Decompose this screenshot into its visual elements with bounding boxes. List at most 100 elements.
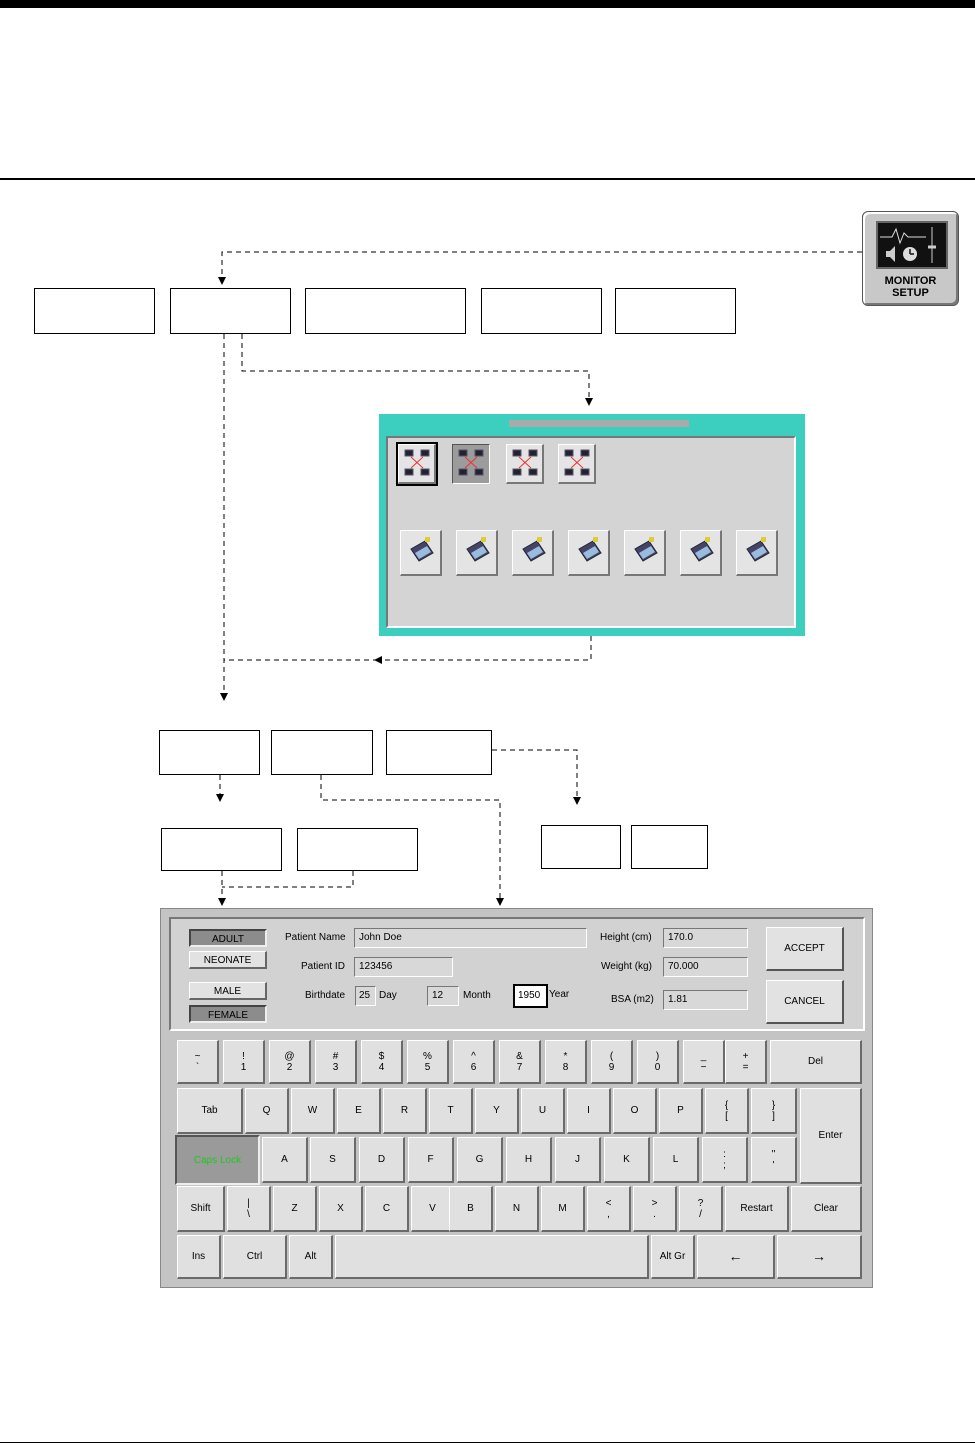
key-semicolon[interactable]: : ; (702, 1137, 748, 1183)
key-right-arrow[interactable]: → (777, 1235, 862, 1279)
key-clear[interactable]: Clear (791, 1186, 862, 1232)
weight-field[interactable]: 70.000 (663, 957, 748, 977)
key-left-arrow[interactable]: ← (697, 1235, 775, 1279)
network-icon (404, 449, 430, 476)
key-w[interactable]: W (291, 1088, 335, 1134)
key-u[interactable]: U (521, 1088, 565, 1134)
flow-box-5 (615, 288, 736, 334)
flow-box-11 (541, 825, 621, 869)
key-x[interactable]: X (319, 1186, 363, 1232)
key-period[interactable]: > . (633, 1186, 677, 1232)
network-bed-button-3[interactable] (506, 444, 544, 484)
height-label: Height (cm) (600, 932, 652, 943)
key-backslash[interactable]: | \ (227, 1186, 271, 1232)
key-caps-lock[interactable]: Caps Lock (175, 1135, 260, 1185)
key-o[interactable]: O (613, 1088, 657, 1134)
bed-icon (578, 537, 602, 562)
key-m[interactable]: M (541, 1186, 585, 1232)
key-left-bracket[interactable]: { [ (705, 1088, 749, 1134)
patient-name-field[interactable]: John Doe (354, 928, 587, 948)
key-s[interactable]: S (310, 1137, 356, 1183)
key-restart[interactable]: Restart (725, 1186, 789, 1232)
key-5[interactable]: % 5 (407, 1040, 449, 1084)
bed-button-4[interactable] (568, 530, 610, 576)
key-9[interactable]: ( 9 (591, 1040, 633, 1084)
bed-icon (690, 537, 714, 562)
key-f[interactable]: F (408, 1137, 454, 1183)
key-comma[interactable]: < , (587, 1186, 631, 1232)
bsa-field[interactable]: 1.81 (663, 990, 748, 1010)
bed-button-1[interactable] (400, 530, 442, 576)
monitor-screen-icon (876, 221, 948, 269)
key-slash[interactable]: ? / (679, 1186, 723, 1232)
key-t[interactable]: T (429, 1088, 473, 1134)
key-4[interactable]: $ 4 (361, 1040, 403, 1084)
key-d[interactable]: D (359, 1137, 405, 1183)
bed-button-5[interactable] (624, 530, 666, 576)
key-insert[interactable]: Ins (177, 1235, 221, 1279)
page-top-rule (0, 0, 975, 8)
bed-selection-panel (386, 436, 796, 628)
key-ctrl[interactable]: Ctrl (223, 1235, 287, 1279)
key-p[interactable]: P (659, 1088, 703, 1134)
key-b[interactable]: B (449, 1186, 493, 1232)
key-r[interactable]: R (383, 1088, 427, 1134)
adult-toggle[interactable]: ADULT (189, 929, 267, 947)
key-space[interactable] (335, 1235, 649, 1279)
key-h[interactable]: H (506, 1137, 552, 1183)
key-j[interactable]: J (555, 1137, 601, 1183)
month-field[interactable]: 12 (427, 986, 459, 1006)
key-n[interactable]: N (495, 1186, 539, 1232)
key-tab[interactable]: Tab (177, 1088, 243, 1134)
patient-id-field[interactable]: 123456 (354, 957, 453, 977)
network-icon (564, 449, 590, 476)
key-e[interactable]: E (337, 1088, 381, 1134)
bed-button-2[interactable] (456, 530, 498, 576)
key-delete[interactable]: Del (770, 1040, 862, 1084)
key-alt-gr[interactable]: Alt Gr (651, 1235, 695, 1279)
day-field[interactable]: 25 (355, 986, 376, 1006)
male-toggle[interactable]: MALE (189, 982, 267, 1000)
bed-button-7[interactable] (736, 530, 778, 576)
key-shift[interactable]: Shift (177, 1186, 225, 1232)
bed-button-3[interactable] (512, 530, 554, 576)
network-bed-button-1[interactable] (396, 442, 438, 486)
key-right-bracket[interactable]: } ] (751, 1088, 797, 1134)
key-tilde[interactable]: ~ ` (177, 1040, 219, 1084)
key-quote[interactable]: " ' (751, 1137, 797, 1183)
key-a[interactable]: A (262, 1137, 308, 1183)
key-k[interactable]: K (604, 1137, 650, 1183)
key-l[interactable]: L (653, 1137, 699, 1183)
height-field[interactable]: 170.0 (663, 928, 748, 948)
key-z[interactable]: Z (273, 1186, 317, 1232)
cancel-button[interactable]: CANCEL (766, 980, 844, 1024)
key-y[interactable]: Y (475, 1088, 519, 1134)
key-enter[interactable]: Enter (800, 1088, 862, 1184)
key-6[interactable]: ^ 6 (453, 1040, 495, 1084)
key-3[interactable]: # 3 (315, 1040, 357, 1084)
key-0[interactable]: ) 0 (637, 1040, 679, 1084)
key-1[interactable]: ! 1 (223, 1040, 265, 1084)
key-2[interactable]: @ 2 (269, 1040, 311, 1084)
window-title-bar (509, 420, 689, 427)
female-toggle[interactable]: FEMALE (189, 1005, 267, 1023)
key-7[interactable]: & 7 (499, 1040, 541, 1084)
network-bed-button-4[interactable] (558, 444, 596, 484)
key-i[interactable]: I (567, 1088, 611, 1134)
flow-box-4 (481, 288, 602, 334)
monitor-setup-button[interactable]: MONITOR SETUP (862, 211, 959, 306)
neonate-toggle[interactable]: NEONATE (189, 951, 267, 969)
birthdate-label: Birthdate (305, 990, 346, 1001)
key-g[interactable]: G (457, 1137, 503, 1183)
bed-button-6[interactable] (680, 530, 722, 576)
year-field[interactable]: 1950 (513, 984, 548, 1008)
flow-box-2 (170, 288, 291, 334)
key-8[interactable]: * 8 (545, 1040, 587, 1084)
key-equals[interactable]: + = (725, 1040, 767, 1084)
key-alt[interactable]: Alt (289, 1235, 333, 1279)
accept-button[interactable]: ACCEPT (766, 927, 844, 971)
network-bed-button-2[interactable] (452, 444, 490, 484)
key-c[interactable]: C (365, 1186, 409, 1232)
key-q[interactable]: Q (245, 1088, 289, 1134)
key-minus[interactable]: _ − (683, 1040, 725, 1084)
